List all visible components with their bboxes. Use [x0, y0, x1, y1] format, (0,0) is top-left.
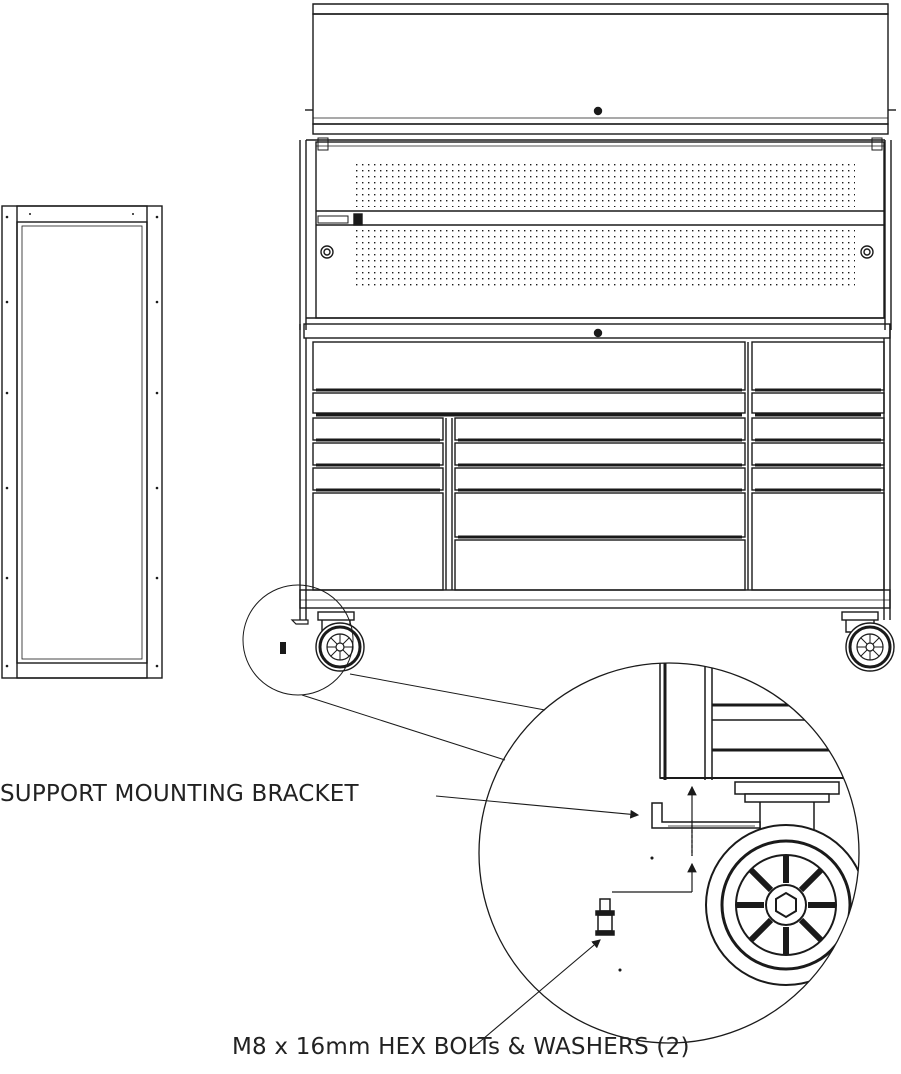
- support-mounting-bracket-label: SUPPORT MOUNTING BRACKET: [0, 781, 359, 807]
- hex-bolts-washers-label: M8 x 16mm HEX BOLTs & WASHERS (2): [232, 1034, 690, 1060]
- zoom-leader-lines: [301, 673, 546, 761]
- caster-right: [841, 611, 896, 673]
- zoom-detail: [478, 662, 860, 1044]
- callout-leaders: [435, 795, 640, 1051]
- tool-chest: [280, 3, 896, 673]
- hutch-lid: [305, 3, 896, 135]
- cabinet-top: [303, 323, 891, 339]
- detail-circle-small: [242, 584, 354, 696]
- caster-left: [314, 611, 366, 673]
- cabinet-body: [299, 324, 891, 620]
- hutch-body: [299, 137, 892, 330]
- side-support-frame: [1, 205, 163, 679]
